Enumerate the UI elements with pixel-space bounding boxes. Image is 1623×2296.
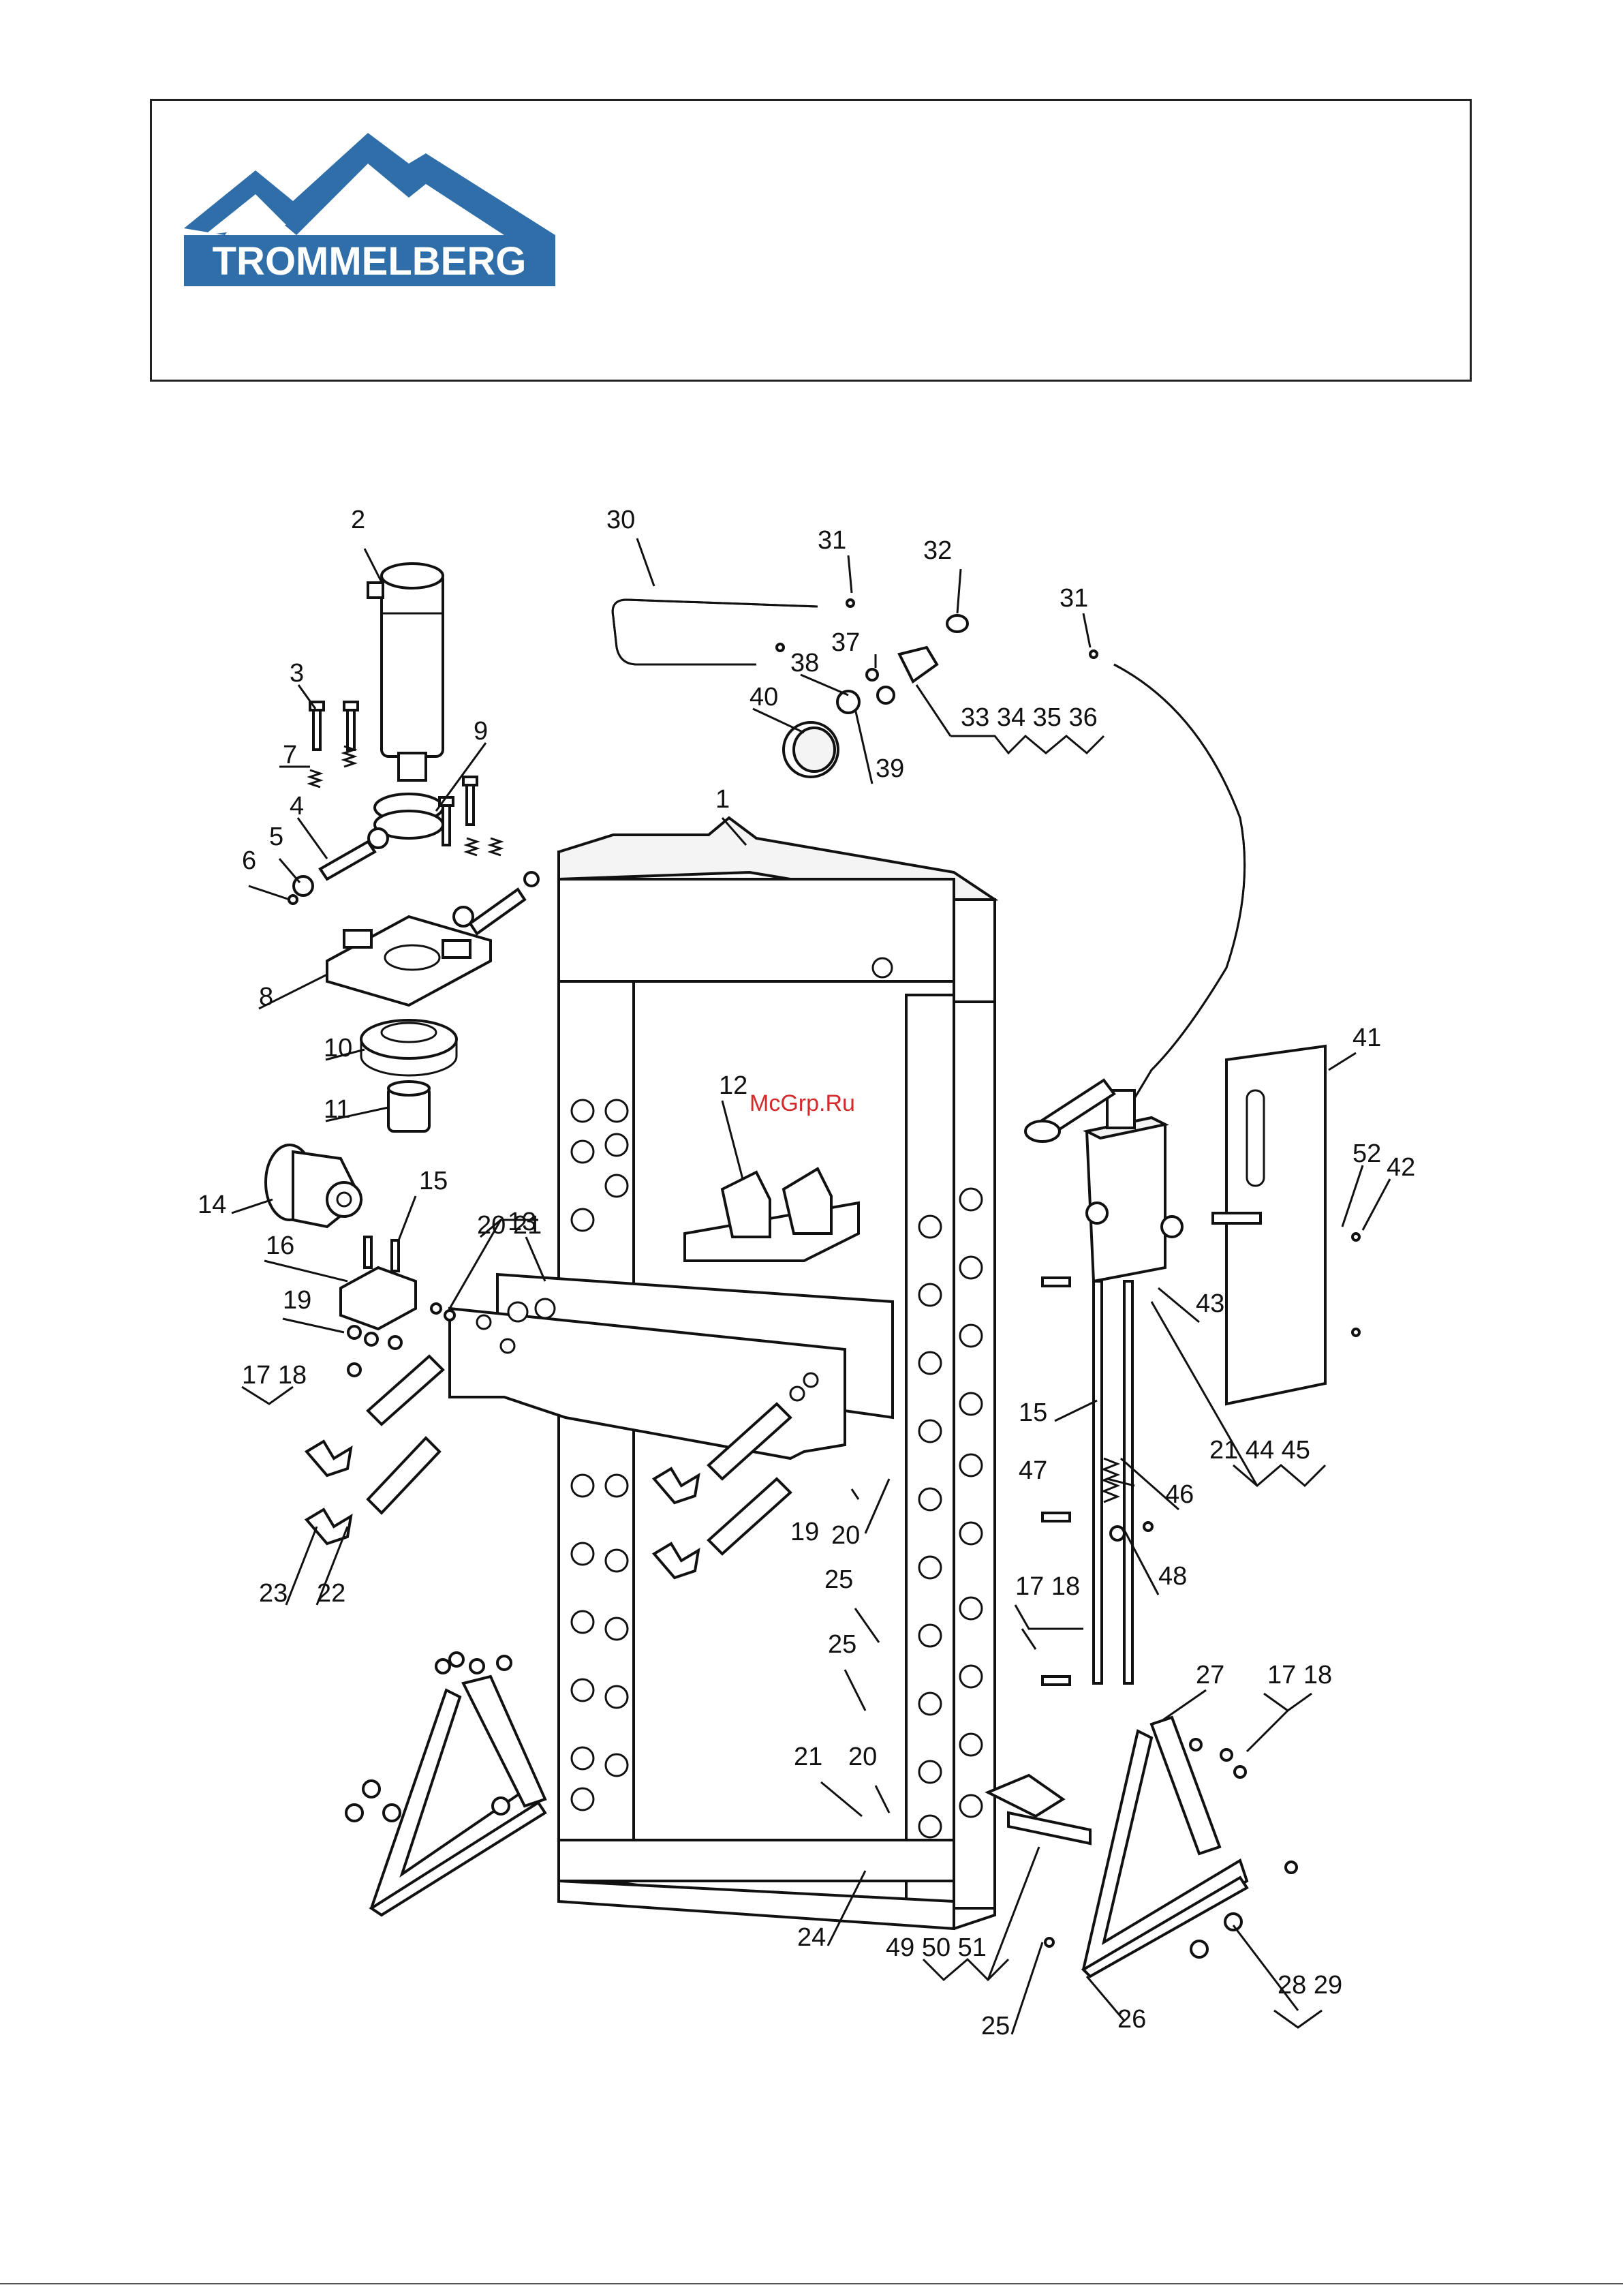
hydraulic-hose-30	[613, 600, 818, 664]
callout-16: 16	[266, 1231, 294, 1260]
callout-20-21-top: 20 21	[477, 1211, 542, 1240]
callout-31-a: 31	[818, 526, 846, 555]
callout-46: 46	[1165, 1480, 1194, 1509]
callout-22: 22	[317, 1579, 345, 1608]
callout-25-c: 25	[981, 2012, 1010, 2040]
callout-20-low: 20	[848, 1743, 877, 1771]
callout-23: 23	[259, 1579, 288, 1608]
callout-21-44-45: 21 44 45	[1209, 1436, 1310, 1465]
callout-31-b: 31	[1060, 584, 1088, 613]
callout-19-mid: 19	[790, 1518, 819, 1546]
callout-17-18-left: 17 18	[242, 1361, 307, 1390]
callout-25-b: 25	[828, 1630, 856, 1659]
callout-42: 42	[1387, 1153, 1415, 1182]
callout-6: 6	[242, 846, 256, 875]
callout-5: 5	[269, 823, 283, 851]
callout-15-pump: 15	[1019, 1398, 1047, 1427]
callout-27: 27	[1196, 1661, 1224, 1689]
callout-24: 24	[797, 1923, 826, 1952]
callout-17-18-right: 17 18	[1267, 1661, 1332, 1689]
footer-divider	[0, 2283, 1623, 2284]
winch	[266, 1145, 361, 1227]
callout-17-18-pump: 17 18	[1015, 1572, 1080, 1601]
callout-41: 41	[1352, 1024, 1381, 1052]
callout-9: 9	[474, 717, 488, 746]
callout-12: 12	[719, 1071, 747, 1100]
callout-28-29: 28 29	[1278, 1971, 1342, 2000]
callout-30: 30	[606, 506, 635, 534]
callout-48: 48	[1158, 1562, 1187, 1591]
sleeve-11	[388, 1082, 429, 1131]
callout-1: 1	[715, 785, 730, 814]
callout-39: 39	[876, 754, 904, 783]
callout-19-left: 19	[283, 1286, 311, 1315]
pump-handle-rods	[1042, 1278, 1152, 1685]
cylinder-mounting-plate	[327, 917, 491, 1005]
callout-52: 52	[1352, 1139, 1381, 1168]
press-table	[450, 1274, 893, 1458]
callout-38: 38	[790, 649, 819, 677]
left-foot	[371, 1677, 545, 1915]
callout-4: 4	[290, 792, 304, 821]
callout-47: 47	[1019, 1456, 1047, 1485]
callout-10: 10	[324, 1034, 352, 1062]
callout-14: 14	[198, 1191, 226, 1219]
callout-21-low: 21	[794, 1743, 822, 1771]
callout-49-50-51: 49 50 51	[886, 1933, 987, 1962]
callout-25-a: 25	[824, 1565, 853, 1594]
guard-41	[1213, 1046, 1359, 1404]
callout-15-left: 15	[419, 1167, 448, 1195]
callout-20-mid: 20	[831, 1521, 860, 1550]
pedal-49-51	[988, 1775, 1090, 1843]
gauge-fittings	[777, 600, 968, 777]
hydraulic-cylinder	[368, 564, 443, 780]
callout-7: 7	[283, 741, 297, 769]
callout-26: 26	[1117, 2005, 1146, 2034]
callout-40: 40	[749, 683, 778, 711]
callout-2: 2	[351, 506, 365, 534]
callout-32: 32	[923, 536, 952, 565]
callout-33-34-35-36: 33 34 35 36	[961, 703, 1098, 732]
watermark: McGrp.Ru	[749, 1090, 855, 1117]
callout-43: 43	[1196, 1289, 1224, 1318]
callout-3: 3	[290, 659, 304, 688]
hand-pump	[1025, 1080, 1182, 1281]
callout-11: 11	[324, 1095, 350, 1124]
winch-bracket	[341, 1237, 454, 1376]
callout-37: 37	[831, 628, 860, 657]
hydraulic-hose-long	[1090, 651, 1245, 1104]
callout-8: 8	[259, 983, 273, 1011]
ring-10	[361, 1020, 457, 1075]
